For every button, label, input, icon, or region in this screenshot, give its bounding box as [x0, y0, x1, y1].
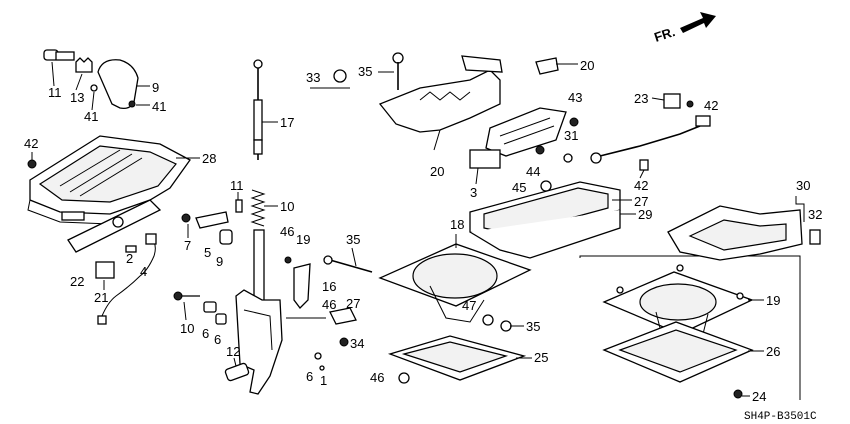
- callout-46a: 45: [512, 180, 526, 195]
- gate-bracket: [378, 55, 503, 151]
- callout-16: 16: [322, 279, 336, 294]
- callout-11: 11: [230, 178, 244, 193]
- callout-3: 3: [470, 185, 477, 200]
- callout-39: 35: [358, 64, 372, 79]
- front-direction-indicator: FR.: [652, 12, 716, 45]
- callout-14: 11: [48, 85, 62, 100]
- nut-small: [563, 153, 573, 163]
- callout-26: 23: [634, 91, 648, 106]
- callout-32: 31: [564, 128, 578, 143]
- callout-35b: 34: [350, 336, 364, 351]
- mount-bracket: [667, 205, 821, 261]
- callout-45: 46: [322, 297, 336, 312]
- callout-37: 32: [808, 207, 822, 222]
- callout-1: 1: [320, 373, 327, 388]
- callout-42a: 41: [84, 109, 98, 124]
- callout-20: 20: [430, 164, 444, 179]
- callout-17: 17: [280, 115, 294, 130]
- callout-47: 47: [462, 298, 476, 313]
- callout-46b: 46: [370, 370, 384, 385]
- shift-boot-right: [602, 264, 754, 347]
- callout-28: 26: [766, 344, 780, 359]
- callout-40b: 42: [634, 178, 648, 193]
- callout-40a: 42: [704, 98, 718, 113]
- grommet: [482, 314, 494, 326]
- callout-labels: 11 13 41 9 41 42 28 22 21 2 4 10 6 6 7 5…: [24, 58, 822, 404]
- switch-unit: [469, 107, 567, 169]
- callout-44: 42: [24, 136, 38, 151]
- callout-19: 19: [766, 293, 780, 308]
- callout-31: 27: [346, 296, 360, 311]
- cable-clip: [663, 93, 681, 109]
- callout-2: 2: [126, 251, 133, 266]
- callout-10: 10: [180, 321, 194, 336]
- shift-lever-bracket: [173, 211, 283, 395]
- callout-12: 12: [226, 344, 240, 359]
- shift-rod: [253, 59, 263, 160]
- callout-4: 4: [140, 264, 147, 279]
- callout-6b: 6: [214, 332, 221, 347]
- callout-13: 9: [152, 80, 159, 95]
- callout-21: 19: [296, 232, 310, 247]
- callout-15: 13: [70, 90, 84, 105]
- screw-25: [733, 389, 743, 399]
- nut-46: [398, 372, 410, 384]
- cover-strip: [67, 199, 162, 253]
- screw: [569, 117, 579, 127]
- nut-36: [500, 320, 512, 332]
- spring: [250, 189, 266, 227]
- callout-41b: 44: [526, 164, 540, 179]
- gasket: [387, 335, 527, 381]
- nut: [333, 69, 347, 83]
- shift-cable: [590, 115, 711, 171]
- callout-8: 9: [216, 254, 223, 269]
- nut-small-2: [540, 180, 552, 192]
- diagram-code: SH4P-B3501C: [744, 411, 817, 423]
- arrow-icon: [680, 12, 716, 33]
- callout-9: 10: [280, 199, 294, 214]
- callout-29: 27: [634, 194, 648, 209]
- gasket-right: [602, 321, 754, 383]
- shift-boot: [378, 243, 532, 323]
- callout-24: 22: [70, 274, 84, 289]
- callout-27: 25: [534, 350, 548, 365]
- callout-33: 28: [202, 151, 216, 166]
- floor-plates: [469, 181, 621, 259]
- callout-23: 21: [94, 290, 108, 305]
- callout-18: 18: [450, 217, 464, 232]
- callout-25: 24: [752, 389, 766, 404]
- callout-7: 7: [184, 238, 191, 253]
- callout-41a: 43: [568, 90, 582, 105]
- callout-38: 35: [346, 232, 360, 247]
- callout-36: 35: [526, 319, 540, 334]
- callout-6a: 6: [202, 326, 209, 341]
- shift-knob-parts: [43, 49, 139, 110]
- callout-6c: 6: [306, 369, 313, 384]
- callout-42b: 41: [152, 99, 166, 114]
- shift-indicator-panel: [27, 135, 191, 225]
- sensor-harness: [95, 233, 157, 325]
- bolt: [323, 255, 373, 273]
- assembly-frame: [579, 255, 801, 400]
- clip-bracket: [535, 57, 559, 75]
- bolt-long: [392, 52, 404, 90]
- lock-bracket: [284, 256, 357, 371]
- callout-34: 30: [796, 178, 810, 193]
- callout-22: 20: [580, 58, 594, 73]
- callout-43: 46: [280, 224, 294, 239]
- callout-5: 5: [204, 245, 211, 260]
- callout-30: 29: [638, 207, 652, 222]
- front-direction-label: FR.: [652, 24, 677, 45]
- callout-35a: 33: [306, 70, 320, 85]
